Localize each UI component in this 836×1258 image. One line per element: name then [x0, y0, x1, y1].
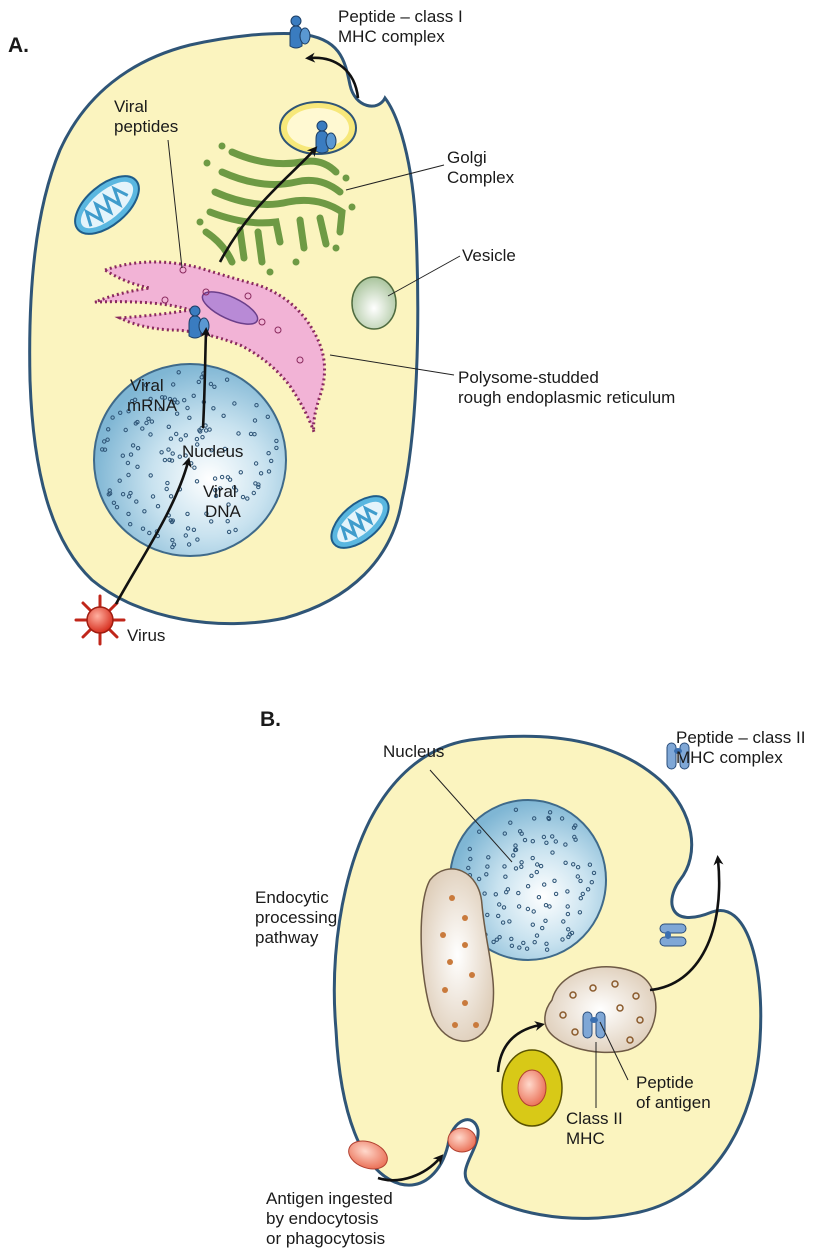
label-nucleus-a: Nucleus — [182, 442, 243, 461]
label-golgi: Golgi Complex — [447, 148, 515, 187]
panel-b: B. — [255, 708, 810, 1248]
label-virus: Virus — [127, 626, 165, 645]
label-vesicle: Vesicle — [462, 246, 516, 265]
label-antigen-ingested: Antigen ingested by endocytosis or phago… — [266, 1189, 397, 1248]
panel-a-letter: A. — [8, 34, 29, 57]
panel-b-letter: B. — [260, 708, 281, 731]
panel-a: A. — [8, 7, 675, 645]
label-rer: Polysome-studded rough endoplasmic retic… — [458, 368, 675, 407]
label-peptide-class2: Peptide – class II MHC complex — [676, 728, 810, 767]
label-endocytic: Endocytic processing pathway — [255, 888, 342, 947]
label-nucleus-b: Nucleus — [383, 742, 444, 761]
vesicle-icon — [352, 277, 396, 329]
label-viral-dna: Viral DNA — [203, 482, 242, 521]
mhc-class1-surface-icon — [290, 16, 310, 48]
antigen-icon — [448, 1128, 476, 1152]
label-peptide-class1: Peptide – class I MHC complex — [338, 7, 467, 46]
